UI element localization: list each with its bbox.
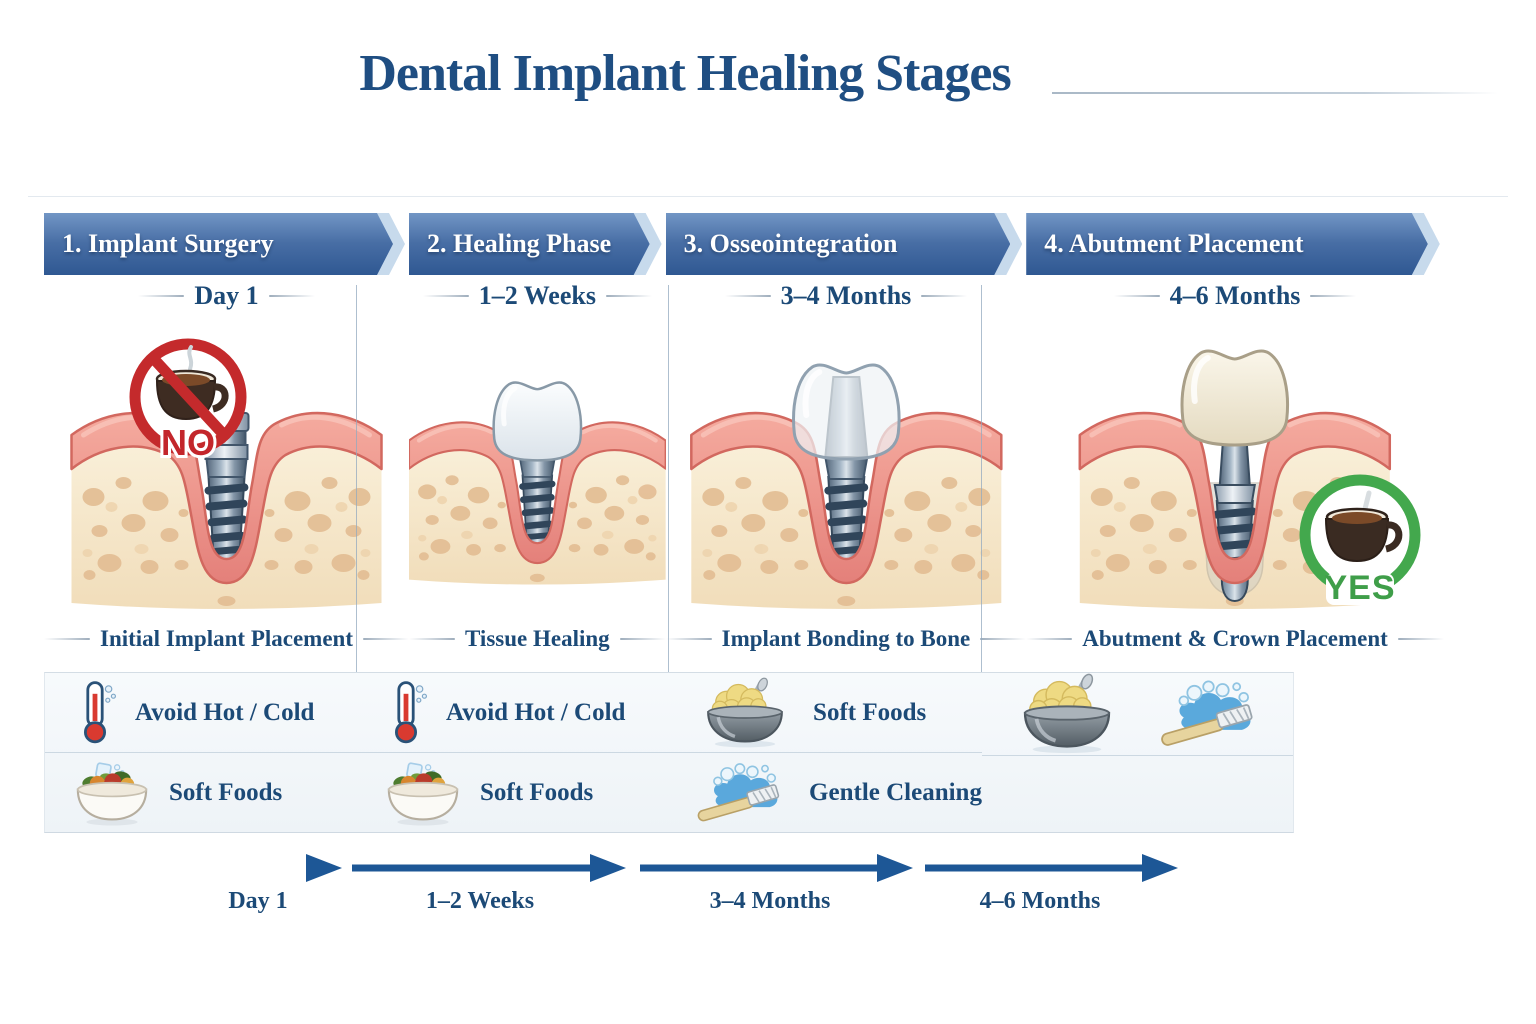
care-item: Avoid Hot / Cold	[356, 673, 668, 753]
stage-caption: Implant Bonding to Bone	[721, 626, 971, 651]
page-title: Dental Implant Healing Stages	[359, 45, 1011, 102]
stage-time-row: 1–2 Weeks	[409, 275, 666, 317]
care-item: Soft Foods	[45, 753, 356, 832]
stage-caption: Tissue Healing	[465, 626, 610, 651]
stage-column-osseointegration: 3. Osseointegration 3–4 Months Implant B…	[665, 213, 1027, 661]
mashed-potatoes-icon	[1008, 673, 1126, 755]
stage-time-row: 3–4 Months	[666, 275, 1027, 317]
care-item-label: Soft Foods	[169, 778, 283, 806]
care-panel: Avoid Hot / Cold Soft Foods Avoid Hot / …	[44, 672, 1294, 833]
stage-banner-label: 1. Implant Surgery	[62, 229, 274, 258]
stage-time-row: 4–6 Months	[1026, 275, 1444, 317]
care-column-stage-2: Avoid Hot / Cold Soft Foods	[356, 673, 668, 832]
care-item	[981, 673, 1293, 756]
title-rule	[1052, 92, 1498, 94]
timeline-label: 3–4 Months	[709, 888, 831, 914]
soft-foods-bowl-icon	[76, 761, 148, 826]
header-divider	[28, 196, 1508, 197]
stage-caption-row: Implant Bonding to Bone	[665, 617, 1027, 661]
stage-banner: 4. Abutment Placement	[1026, 213, 1440, 275]
care-column-stage-3: Soft Foods Gentle Cleaning	[667, 673, 982, 832]
stage-column-healing-phase: 2. Healing Phase 1–2 Weeks Tissue Healin…	[409, 213, 666, 661]
column-divider	[668, 285, 669, 833]
implant-illustration-stage-3	[666, 363, 1027, 609]
timeline-label: Day 1	[228, 888, 288, 914]
column-divider	[981, 285, 982, 833]
stage-caption-row: Abutment & Crown Placement	[1026, 617, 1444, 661]
stage-banner: 2. Healing Phase	[409, 213, 662, 275]
timeline: Day 1 1–2 Weeks 3–4 Months 4–6 Months	[0, 850, 1536, 940]
stage-time-label: Day 1	[194, 281, 259, 310]
mashed-potatoes-icon	[693, 677, 797, 749]
stage-caption-row: Tissue Healing	[409, 617, 666, 661]
care-item-label: Avoid Hot / Cold	[135, 698, 315, 726]
stage-time-row: Day 1	[44, 275, 409, 317]
implant-illustration-stage-2	[409, 381, 666, 585]
care-item: Gentle Cleaning	[667, 753, 982, 832]
timeline-label: 4–6 Months	[979, 888, 1101, 914]
timeline-label: 1–2 Weeks	[425, 888, 535, 914]
care-item-label: Gentle Cleaning	[809, 778, 982, 806]
stage-banner-label: 2. Healing Phase	[427, 229, 612, 258]
thermometer-icon	[395, 680, 428, 743]
stage-banner-label: 4. Abutment Placement	[1044, 229, 1304, 258]
column-divider	[356, 285, 357, 833]
stage-time-label: 3–4 Months	[780, 281, 912, 310]
stage-caption: Abutment & Crown Placement	[1082, 626, 1388, 651]
care-item-label: Avoid Hot / Cold	[446, 698, 626, 726]
stage-caption-row: Initial Implant Placement	[44, 617, 409, 661]
thermometer-icon	[84, 680, 117, 743]
care-column-stage-4	[981, 673, 1293, 832]
toothbrush-icon	[696, 762, 780, 823]
care-item-label: Soft Foods	[480, 778, 594, 806]
implant-illustration-stage-1	[44, 317, 409, 609]
care-column-stage-1: Avoid Hot / Cold Soft Foods	[45, 673, 357, 832]
stage-banner: 3. Osseointegration	[666, 213, 1023, 275]
toothbrush-icon	[1159, 680, 1254, 748]
stage-banner: 1. Implant Surgery	[44, 213, 405, 275]
implant-illustration-stage-4	[1026, 349, 1444, 609]
care-item-empty	[982, 756, 1293, 832]
care-item-label: Soft Foods	[813, 698, 927, 726]
care-item: Soft Foods	[356, 753, 667, 832]
stage-time-label: 1–2 Weeks	[478, 281, 596, 310]
stage-banner-label: 3. Osseointegration	[683, 229, 898, 258]
timeline-arrow	[66, 854, 1400, 882]
soft-foods-bowl-icon	[387, 761, 459, 826]
stage-caption: Initial Implant Placement	[100, 626, 353, 651]
stage-column-implant-surgery: 1. Implant Surgery Day 1 Initial Implant…	[44, 213, 409, 661]
stage-grid: 1. Implant Surgery Day 1 Initial Implant…	[44, 213, 1444, 661]
care-item: Soft Foods	[667, 673, 982, 753]
stage-column-abutment-placement: 4. Abutment Placement 4–6 Months	[1026, 213, 1444, 661]
stage-time-label: 4–6 Months	[1169, 281, 1301, 310]
care-item: Avoid Hot / Cold	[45, 673, 357, 753]
